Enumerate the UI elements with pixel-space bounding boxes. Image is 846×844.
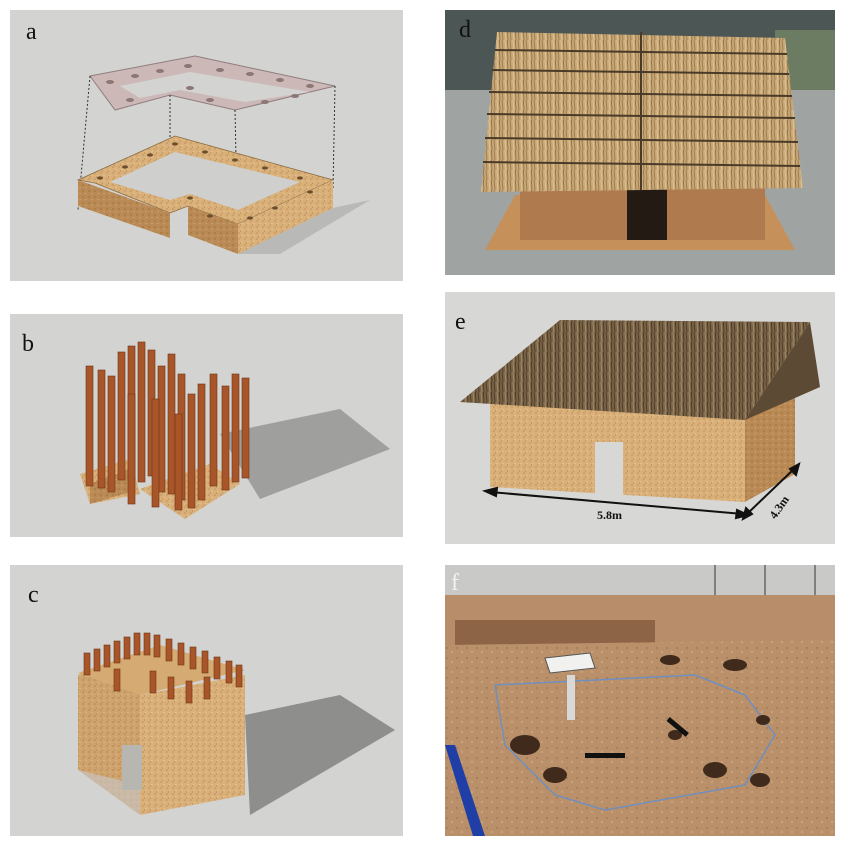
panel-b: b xyxy=(10,314,403,537)
panel-a: a xyxy=(10,10,403,281)
dimension-arrows xyxy=(481,461,801,522)
wall-foundation-diagram xyxy=(76,55,370,255)
panel-d: d xyxy=(445,10,835,275)
panel-f: f xyxy=(445,565,835,836)
thatched-house-model-photo xyxy=(445,10,835,275)
dimension-length-label: 5.8m xyxy=(597,508,622,522)
panel-label-a: a xyxy=(26,19,37,45)
panel-label-b: b xyxy=(22,331,34,357)
wooden-posts-diagram xyxy=(80,341,390,519)
house-outline-marking xyxy=(494,674,776,811)
timber-posts xyxy=(85,341,250,511)
panel-e: 5.8m 4.3m e xyxy=(445,292,835,544)
excavation-site-photo xyxy=(445,565,835,836)
panel-label-e: e xyxy=(455,309,466,335)
wall-with-posts-diagram xyxy=(78,632,395,815)
house-3d-render xyxy=(460,320,820,522)
panel-label-c: c xyxy=(28,582,39,608)
panel-c: c xyxy=(10,565,403,836)
thatched-roof-render xyxy=(460,320,810,420)
panel-label-f: f xyxy=(451,570,459,596)
timber-post-tops xyxy=(83,632,243,704)
panel-label-d: d xyxy=(459,17,471,43)
